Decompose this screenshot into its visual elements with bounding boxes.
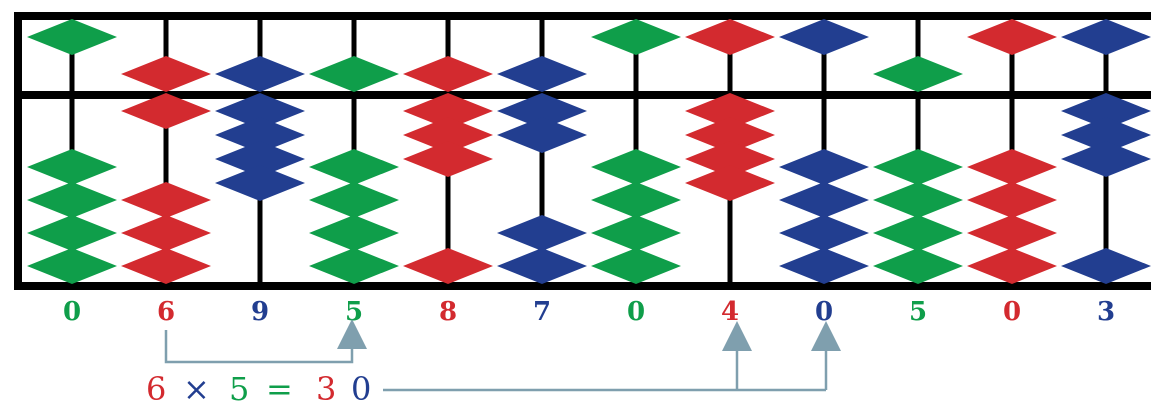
- earth-bead: [967, 215, 1057, 251]
- earth-bead: [497, 248, 587, 284]
- equation-result-tens: 3: [316, 370, 336, 404]
- earth-bead: [27, 149, 117, 185]
- rod-digit-label: 0: [815, 297, 833, 327]
- arrow-6-to-5: [166, 330, 352, 362]
- beads: [27, 19, 1151, 284]
- equation-result-ones: 0: [351, 370, 371, 404]
- heaven-bead: [685, 19, 775, 55]
- earth-bead: [779, 215, 869, 251]
- earth-bead: [779, 248, 869, 284]
- earth-bead: [309, 149, 399, 185]
- earth-bead: [967, 182, 1057, 218]
- earth-bead: [591, 215, 681, 251]
- earth-bead: [1061, 248, 1151, 284]
- earth-bead: [309, 182, 399, 218]
- digit-labels: 0 6 9 5 8 7 0 4 0 5 0 3: [63, 297, 1115, 327]
- rod-digit-label: 0: [627, 297, 645, 327]
- earth-bead: [121, 215, 211, 251]
- earth-bead: [591, 248, 681, 284]
- earth-bead: [779, 182, 869, 218]
- rod-digit-label: 4: [721, 297, 739, 327]
- heaven-bead: [779, 19, 869, 55]
- earth-bead: [685, 165, 775, 201]
- earth-bead: [27, 215, 117, 251]
- rod-digit-label: 5: [345, 297, 363, 327]
- rod-digit-label: 3: [1097, 297, 1115, 327]
- heaven-bead: [1061, 19, 1151, 55]
- earth-bead: [779, 149, 869, 185]
- earth-bead: [27, 248, 117, 284]
- earth-bead: [591, 182, 681, 218]
- heaven-bead: [27, 19, 117, 55]
- equation-equals-sign: =: [266, 370, 293, 404]
- heaven-bead: [497, 56, 587, 92]
- earth-bead: [591, 149, 681, 185]
- rods: [72, 16, 1106, 286]
- multiplication-annotation: 6 × 5 = 3 0: [146, 330, 826, 404]
- earth-bead: [309, 248, 399, 284]
- earth-bead: [967, 149, 1057, 185]
- equation-factor-a: 6: [146, 370, 166, 404]
- rod-digit-label: 7: [533, 297, 551, 327]
- rod-digit-label: 5: [909, 297, 927, 327]
- rod-digit-label: 9: [251, 297, 269, 327]
- heaven-bead: [873, 56, 963, 92]
- earth-bead: [27, 182, 117, 218]
- rod-digit-label: 8: [439, 297, 457, 327]
- rod-digit-label: 6: [157, 297, 175, 327]
- earth-bead: [967, 248, 1057, 284]
- heaven-bead: [403, 56, 493, 92]
- abacus-frame: [14, 12, 1151, 290]
- earth-bead: [215, 165, 305, 201]
- heaven-bead: [591, 19, 681, 55]
- earth-bead: [121, 182, 211, 218]
- earth-bead: [873, 248, 963, 284]
- earth-bead: [873, 215, 963, 251]
- equation-factor-b: 5: [229, 370, 249, 404]
- rod-digit-label: 0: [63, 297, 81, 327]
- earth-bead: [403, 248, 493, 284]
- heaven-bead: [121, 56, 211, 92]
- earth-bead: [309, 215, 399, 251]
- heaven-bead: [309, 56, 399, 92]
- earth-bead: [121, 248, 211, 284]
- rod-digit-label: 0: [1003, 297, 1021, 327]
- heaven-bead: [967, 19, 1057, 55]
- heaven-bead: [215, 56, 305, 92]
- equation-times-sign: ×: [183, 370, 210, 404]
- earth-bead: [403, 141, 493, 177]
- earth-bead: [497, 117, 587, 153]
- earth-bead: [873, 182, 963, 218]
- earth-bead: [1061, 141, 1151, 177]
- earth-bead: [497, 215, 587, 251]
- earth-bead: [873, 149, 963, 185]
